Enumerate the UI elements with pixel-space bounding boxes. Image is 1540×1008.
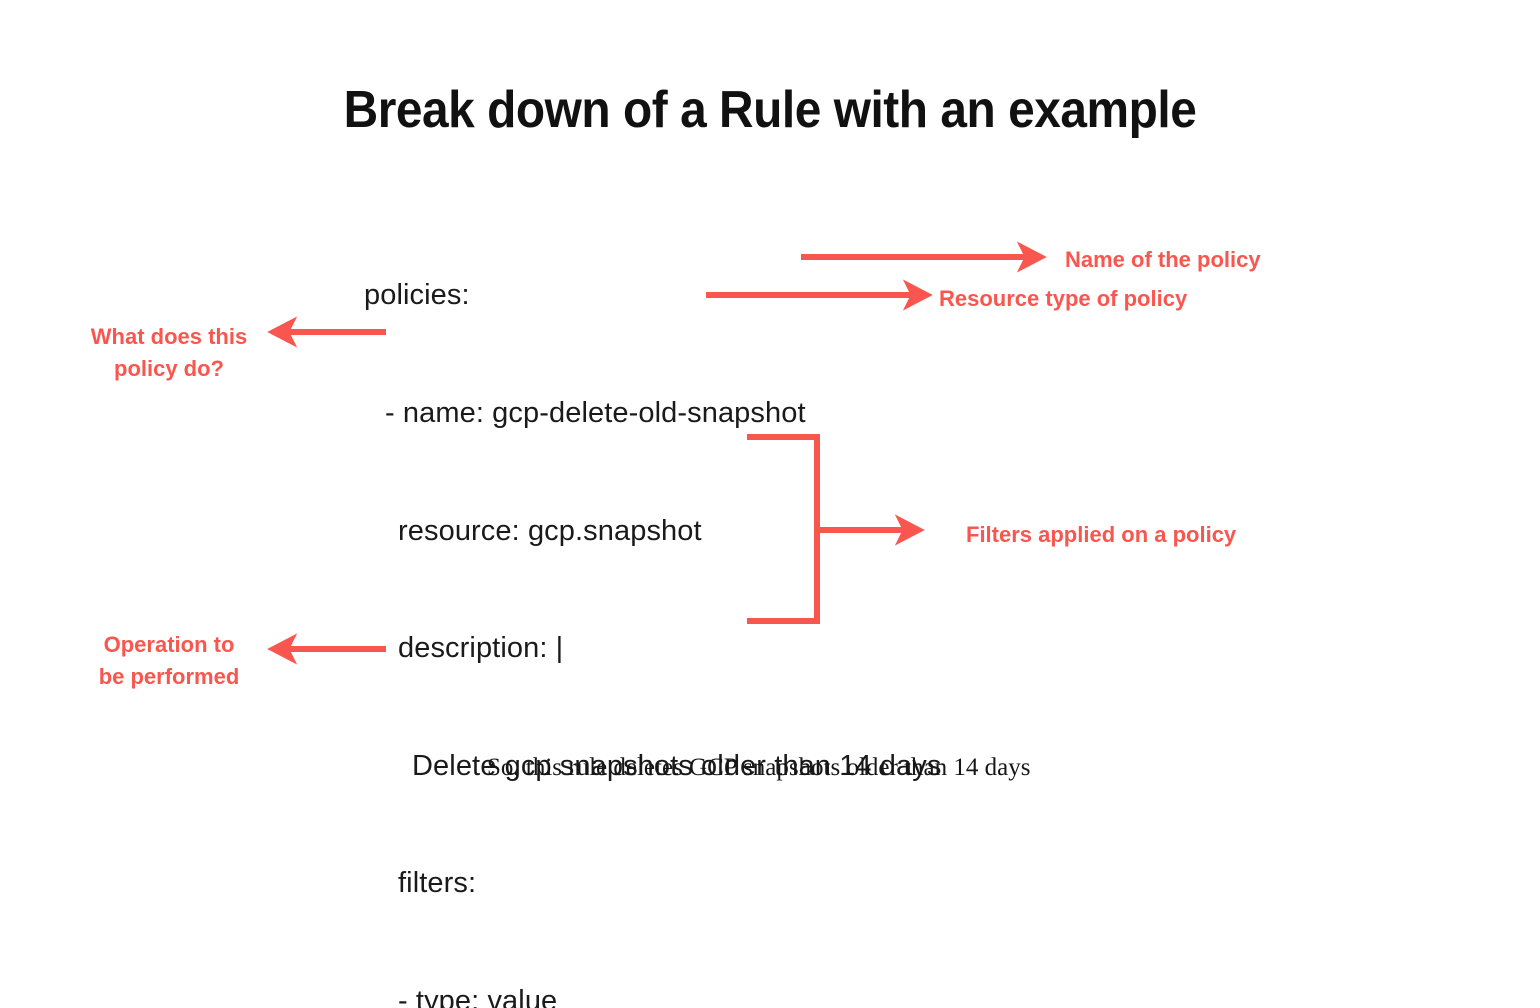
annotation-label-resource-type: Resource type of policy (939, 286, 1188, 311)
yaml-line: Delete gcp snapshots older than 14 days (412, 749, 942, 782)
yaml-line: - name: gcp-delete-old-snapshot (385, 397, 806, 429)
yaml-line: policies: (364, 279, 470, 312)
annotation-label-operation-to-be-performed: Operation to be performed (98, 632, 240, 689)
yaml-line: resource: gcp.snapshot (398, 514, 702, 547)
yaml-line: description: | (398, 632, 564, 665)
summary-caption: So, this rule deletes GCP snapshots olde… (487, 754, 1031, 781)
page-title: Break down of a Rule with an example (343, 81, 1197, 139)
annotation-label-filters-applied: Filters applied on a policy (966, 522, 1237, 547)
policy-yaml-code-block: policies: - name: gcp-delete-old-snapsho… (364, 198, 941, 1008)
annotation-label-what-does-this-policy-do: What does this policy do? (90, 324, 248, 381)
annotation-label-name-of-policy: Name of the policy (1065, 247, 1261, 272)
yaml-line: filters: (398, 867, 477, 900)
yaml-line: - type: value (398, 984, 558, 1008)
